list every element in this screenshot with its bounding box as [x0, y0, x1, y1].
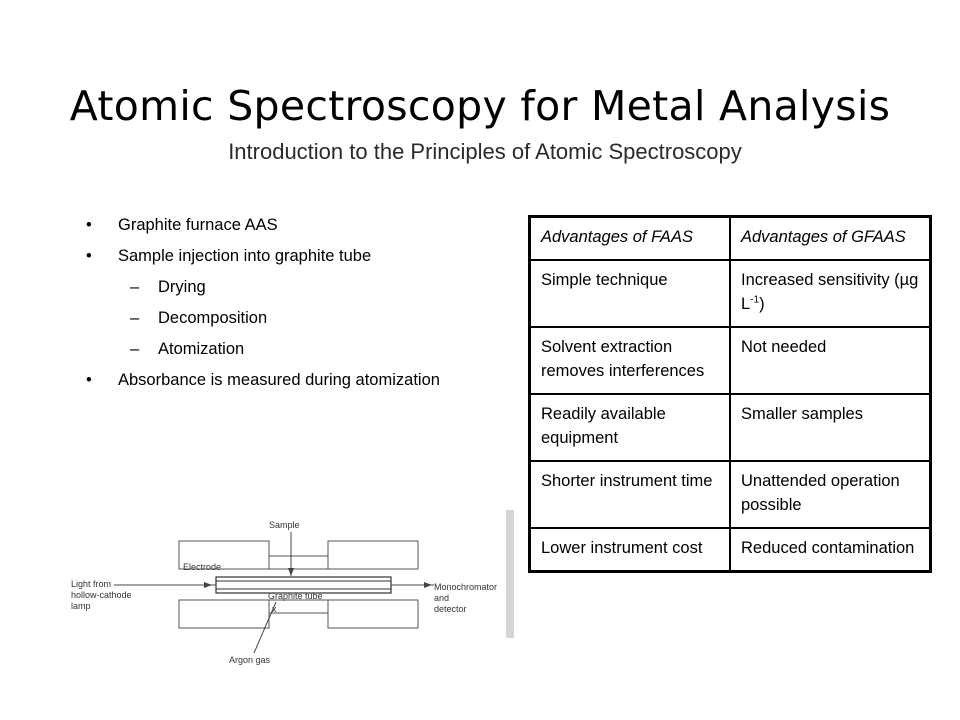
table-row: Lower instrument cost Reduced contaminat…: [528, 527, 932, 573]
sub-bullet-item: – Atomization: [86, 337, 466, 361]
connector-bottom: [268, 599, 329, 614]
electrode-block-bottom-right: [327, 599, 419, 629]
bullet-list: • Graphite furnace AAS • Sample injectio…: [86, 213, 466, 399]
label-argon-gas: Argon gas: [229, 655, 271, 665]
argon-pointer: [253, 601, 277, 654]
header-gfaas: Advantages of GFAAS: [729, 215, 932, 261]
faas-cell: Simple technique: [528, 259, 731, 328]
bullet-text: Graphite furnace AAS: [118, 216, 278, 234]
dash-marker: –: [130, 340, 140, 358]
arrow-icon: [204, 582, 212, 588]
bullet-item: • Absorbance is measured during atomizat…: [86, 368, 466, 392]
faas-cell: Solvent extraction removes interferences: [528, 326, 731, 395]
sub-bullet-item: – Drying: [86, 275, 466, 299]
label-light-line2: hollow-cathode: [71, 590, 132, 600]
bullet-marker: •: [86, 371, 92, 389]
arrow-icon: [424, 582, 432, 588]
bullet-item: • Sample injection into graphite tube: [86, 244, 466, 268]
label-sample: Sample: [269, 520, 300, 530]
bullet-text: Absorbance is measured during atomizatio…: [118, 371, 440, 389]
gfaas-cell: Increased sensitivity (µg L-1): [729, 259, 932, 328]
gfaas-cell: Reduced contamination: [729, 527, 932, 573]
sub-bullet-item: – Decomposition: [86, 306, 466, 330]
bullet-marker: •: [86, 247, 92, 265]
bullet-marker: •: [86, 216, 92, 234]
label-mono-line3: detector: [434, 604, 467, 614]
furnace-schematic: Sample Electrode Light from hollow-catho…: [71, 510, 514, 665]
bullet-text: Sample injection into graphite tube: [118, 247, 372, 265]
header-faas: Advantages of FAAS: [528, 215, 731, 261]
label-mono-line2: and: [434, 593, 449, 603]
slide-subtitle: Introduction to the Principles of Atomic…: [228, 139, 742, 164]
label-mono-line1: Monochromator: [434, 582, 497, 592]
label-light-line3: lamp: [71, 601, 91, 611]
faas-cell: Shorter instrument time: [528, 460, 731, 529]
gfaas-superscript: -1: [750, 294, 760, 306]
gfaas-cell: Smaller samples: [729, 393, 932, 462]
table-row: Solvent extraction removes interferences…: [528, 326, 932, 395]
table-row: Readily available equipment Smaller samp…: [528, 393, 932, 462]
dash-marker: –: [130, 278, 140, 296]
scan-edge: [506, 510, 514, 638]
sub-bullet-text: Atomization: [158, 340, 245, 358]
table-header-row: Advantages of FAAS Advantages of GFAAS: [528, 215, 932, 261]
label-graphite-tube: Graphite tube: [268, 591, 323, 601]
table-row: Simple technique Increased sensitivity (…: [528, 259, 932, 328]
advantages-table: Advantages of FAAS Advantages of GFAAS S…: [528, 215, 932, 573]
faas-cell: Readily available equipment: [528, 393, 731, 462]
bullet-item: • Graphite furnace AAS: [86, 213, 466, 237]
electrode-block-bottom-left: [178, 599, 270, 629]
electrode-block-top-right: [327, 540, 419, 570]
electrode-block-top-left: [178, 540, 270, 570]
label-light-line1: Light from: [71, 579, 111, 589]
graphite-furnace-diagram: Sample Electrode Light from hollow-catho…: [66, 508, 516, 673]
sub-bullet-text: Drying: [158, 278, 206, 296]
arrow-icon: [288, 568, 294, 576]
sub-bullet-text: Decomposition: [158, 309, 268, 327]
table-row: Shorter instrument time Unattended opera…: [528, 460, 932, 529]
label-x-mark: x: [272, 604, 277, 614]
gfaas-text-end: ): [759, 295, 765, 313]
label-electrode: Electrode: [183, 562, 221, 572]
faas-cell: Lower instrument cost: [528, 527, 731, 573]
slide-title: Atomic Spectroscopy for Metal Analysis: [69, 82, 891, 130]
connector-top: [268, 555, 329, 570]
gfaas-cell: Unattended operation possible: [729, 460, 932, 529]
gfaas-text: Increased sensitivity (µg L: [741, 271, 919, 313]
gfaas-cell: Not needed: [729, 326, 932, 395]
dash-marker: –: [130, 309, 140, 327]
